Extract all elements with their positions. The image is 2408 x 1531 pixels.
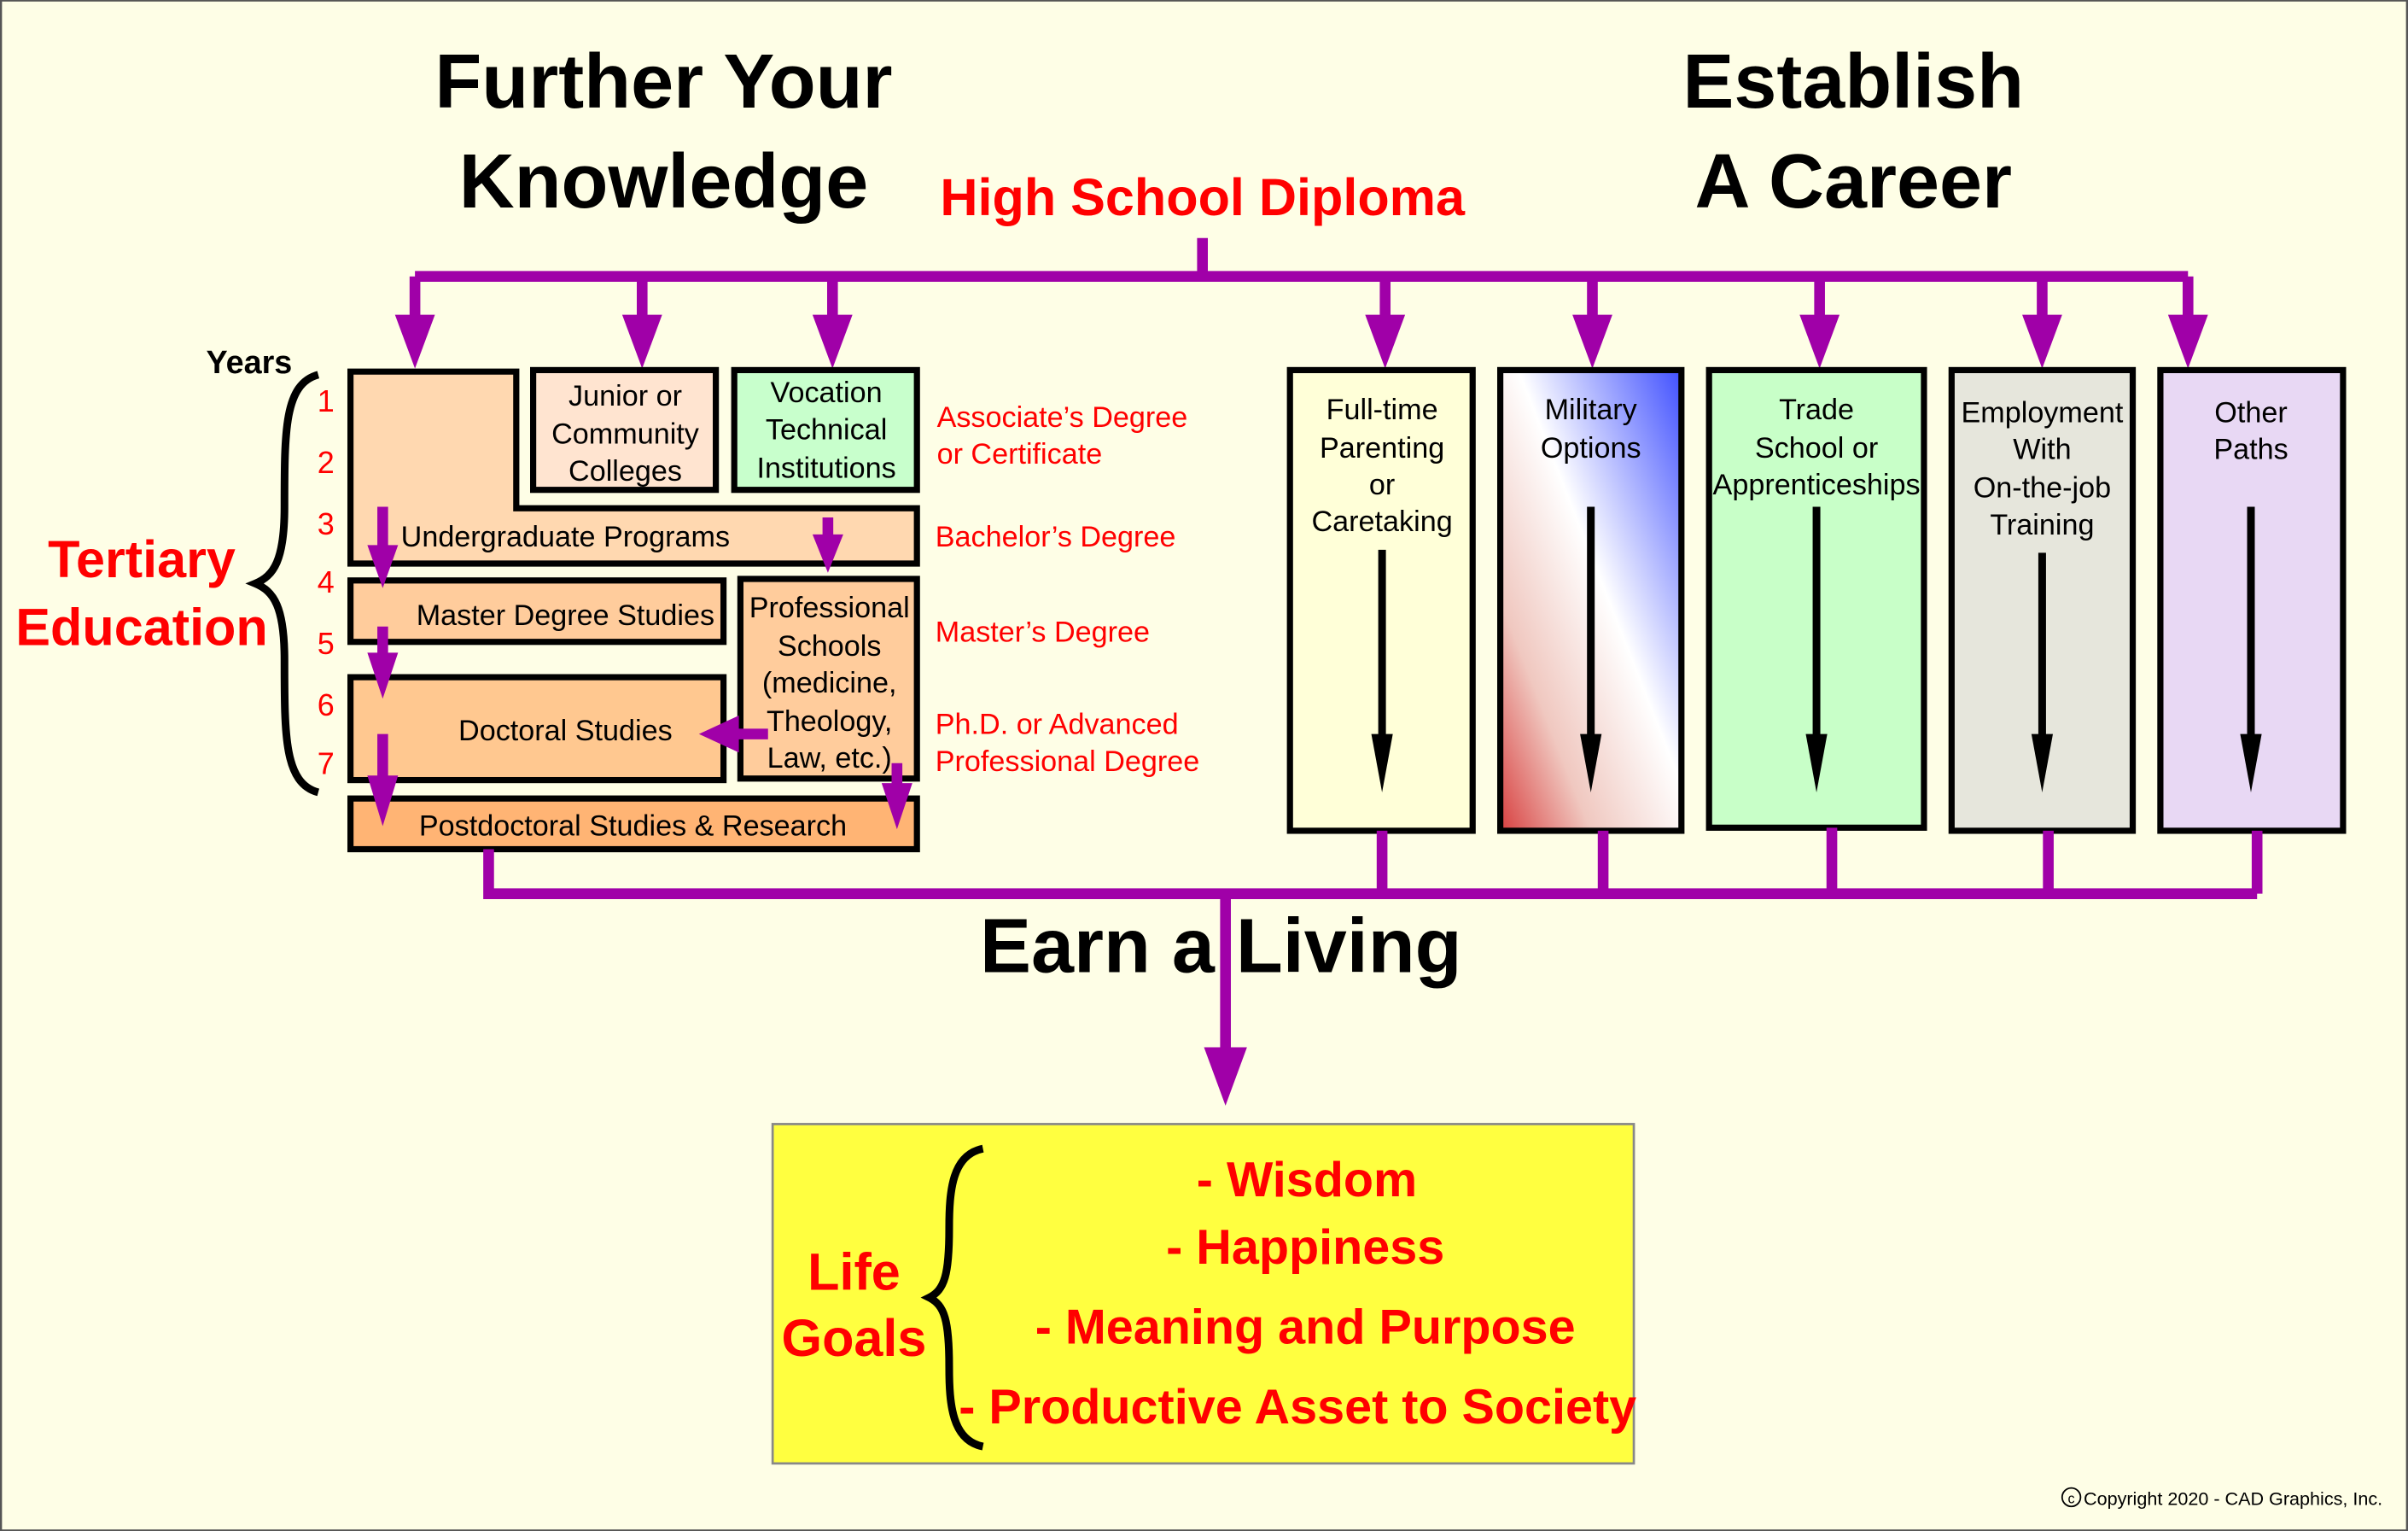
- career-other-1: Other: [2214, 397, 2287, 429]
- doctoral-label: Doctoral Studies: [458, 715, 673, 747]
- life-goals-box: [771, 1123, 1635, 1465]
- top-connector-arrows: [394, 237, 2208, 369]
- phd-degree-1: Ph.D. or Advanced: [936, 709, 1179, 741]
- career-down-arrows: [1378, 506, 2255, 745]
- year-1: 1: [318, 383, 335, 418]
- copyright-text: Copyright 2020 - CAD Graphics, Inc.: [2084, 1487, 2382, 1509]
- doctoral-box: [347, 674, 727, 784]
- professional-schools-box: [737, 576, 920, 782]
- goals-brace: [920, 1144, 984, 1451]
- career-employment-2: With: [2013, 434, 2071, 466]
- year-2: 2: [318, 445, 335, 480]
- copyright-icon-glyph: c: [2068, 1492, 2075, 1507]
- professional-label-3: (medicine,: [762, 667, 897, 699]
- goal-meaning: - Meaning and Purpose: [1035, 1300, 1576, 1355]
- junior-label-3: Colleges: [568, 455, 682, 488]
- heading-establish-1: Establish: [1682, 39, 2024, 125]
- junior-label-1: Junior or: [568, 380, 682, 412]
- junior-label-2: Community: [551, 418, 700, 451]
- years-label: Years: [207, 345, 293, 381]
- associate-degree-2: or Certificate: [937, 438, 1103, 470]
- year-numbers: 1 2 3 4 5 6 7: [318, 383, 335, 780]
- master-degree: Master’s Degree: [936, 616, 1150, 649]
- heading-establish-2: A Career: [1694, 139, 2011, 225]
- junior-college-box: [530, 366, 720, 494]
- professional-label-4: Theology,: [767, 705, 892, 738]
- professional-label-1: Professional: [749, 592, 910, 624]
- career-trade-2: School or: [1755, 432, 1878, 465]
- career-other-2: Paths: [2213, 434, 2288, 466]
- career-parenting-2: Parenting: [1320, 432, 1444, 465]
- master-studies-box: [347, 577, 727, 646]
- career-military-1: Military: [1545, 394, 1638, 426]
- heading-further-1: Further Your: [434, 39, 892, 125]
- associate-degree-1: Associate’s Degree: [937, 401, 1188, 434]
- career-trade-3: Apprenticeships: [1713, 469, 1921, 501]
- year-6: 6: [318, 687, 335, 722]
- bottom-connector: [483, 827, 2263, 1106]
- goal-productive: - Productive Asset to Society: [959, 1380, 1636, 1435]
- undergraduate-box: [347, 368, 920, 567]
- earn-a-living: Earn a Living: [980, 903, 1462, 989]
- year-3: 3: [318, 506, 335, 541]
- career-parenting-3: or: [1369, 469, 1395, 501]
- phd-degree-2: Professional Degree: [936, 745, 1199, 778]
- year-5: 5: [318, 626, 335, 661]
- vocation-label-2: Technical: [766, 413, 887, 446]
- life-goals-label-1: Life: [808, 1243, 901, 1301]
- tertiary-label-1: Tertiary: [48, 530, 236, 588]
- heading-further-2: Knowledge: [459, 139, 869, 225]
- vocation-label-3: Institutions: [756, 452, 895, 484]
- goal-happiness: - Happiness: [1166, 1220, 1444, 1275]
- career-employment-3: On-the-job: [1974, 472, 2111, 505]
- vocation-box: [731, 366, 920, 494]
- progression-arrows: [367, 506, 912, 830]
- vocation-label-1: Vocation: [771, 377, 883, 409]
- years-brace: [245, 371, 320, 797]
- professional-label-5: Law, etc.): [767, 742, 892, 774]
- copyright-icon: [2061, 1487, 2082, 1508]
- high-school-diploma: High School Diploma: [940, 168, 1466, 226]
- postdoc-label: Postdoctoral Studies & Research: [419, 809, 847, 842]
- career-military-2: Options: [1541, 432, 1641, 465]
- tertiary-label-2: Education: [15, 598, 267, 656]
- life-goals-label-2: Goals: [782, 1309, 927, 1367]
- year-7: 7: [318, 745, 335, 780]
- career-employment-1: Employment: [1962, 397, 2124, 429]
- career-parenting-4: Caretaking: [1312, 505, 1453, 538]
- undergraduate-label: Undergraduate Programs: [401, 521, 730, 553]
- postdoc-box: [347, 795, 920, 853]
- master-studies-label: Master Degree Studies: [417, 599, 714, 632]
- year-4: 4: [318, 564, 335, 599]
- professional-label-2: Schools: [778, 630, 882, 663]
- career-parenting-1: Full-time: [1326, 394, 1438, 426]
- goal-wisdom: - Wisdom: [1197, 1153, 1417, 1207]
- bachelor-degree: Bachelor’s Degree: [936, 521, 1176, 553]
- career-employment-4: Training: [1990, 509, 2094, 541]
- career-paths: Full-time Parenting or Caretaking Milita…: [1286, 366, 2347, 834]
- career-trade-1: Trade: [1779, 394, 1854, 426]
